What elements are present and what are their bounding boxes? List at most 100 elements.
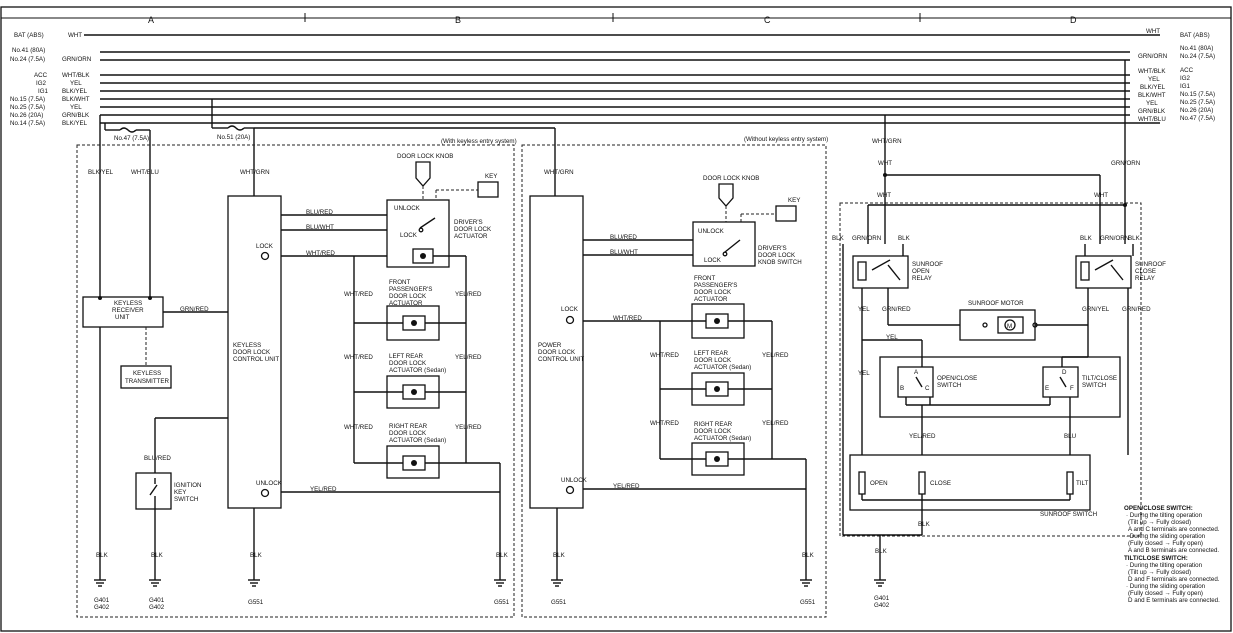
rail-label: No.25 (7.5A) — [10, 104, 45, 111]
wire-color: GRN/ORN — [62, 56, 91, 63]
fuse-label: No.51 (20A) — [217, 134, 250, 141]
actuator-label: ACTUATOR (Sedan) — [389, 437, 446, 444]
right-rail-colors: WHT GRN/ORN WHT/BLK YEL BLK/YEL BLK/WHT … — [1138, 28, 1167, 123]
wire-color: BLK — [832, 235, 845, 242]
actuator-label: DOOR LOCK — [389, 293, 427, 300]
wire-color: BLK — [918, 521, 931, 528]
actuator-label: PASSENGER'S — [694, 282, 737, 289]
actuator-label: ACTUATOR (Sedan) — [694, 435, 751, 442]
control-unit-label: DOOR LOCK — [538, 349, 576, 356]
wire-color: WHT/RED — [306, 250, 335, 257]
wire-color: YEL/RED — [909, 433, 936, 440]
note-line: D and E terminals are connected. — [1128, 597, 1220, 604]
rail-label: IG1 — [38, 88, 49, 95]
wire-color: WHT/BLU — [1138, 116, 1166, 123]
wire-color: GRN/ORN — [852, 235, 881, 242]
note-line: (Tilt up → Fully closed) — [1128, 519, 1191, 526]
column-c: C — [764, 15, 771, 25]
actuator-label: DOOR LOCK — [389, 430, 427, 437]
rail-label: No.15 (7.5A) — [1180, 91, 1215, 98]
wire-color: BLK/YEL — [88, 169, 114, 176]
note-line: · During the tilting operation — [1126, 512, 1203, 519]
diagram-frame — [0, 6, 1232, 632]
transmitter-label: KEYLESS — [133, 370, 161, 377]
switch-label: OPEN/CLOSE — [937, 375, 977, 382]
rail-label: No.26 (20A) — [1180, 107, 1213, 114]
ground-label: G401 — [94, 597, 110, 604]
note-line: (Fully closed → Fully open) — [1128, 540, 1203, 547]
note-line: · During the sliding operation — [1126, 533, 1206, 540]
wire-color: YEL — [886, 334, 898, 341]
power-rails — [84, 34, 1160, 124]
receiver-label: KEYLESS — [114, 300, 142, 307]
receiver-label: UNIT — [115, 314, 130, 321]
power-dashed-border — [521, 144, 827, 618]
driver-switch-label: DOOR LOCK — [758, 252, 796, 259]
wire-color: GRN/ORN — [1111, 160, 1140, 167]
switch-label: TILT/CLOSE — [1082, 375, 1117, 382]
relay-label: RELAY — [1135, 275, 1155, 282]
ignition-label: KEY — [174, 489, 186, 496]
ground-label: G551 — [494, 599, 510, 606]
ground-symbol — [248, 579, 260, 587]
wire-color: BLU/WHT — [610, 249, 638, 256]
actuator-label: ACTUATOR — [694, 296, 728, 303]
wire-color: BLK/YEL — [62, 88, 88, 95]
wire-color: WHT/RED — [650, 420, 679, 427]
fuse-label: No.47 (7.5A) — [114, 135, 149, 142]
open-close-switch — [897, 366, 934, 398]
ground-label: G402 — [94, 604, 110, 611]
actuator-label: FRONT — [389, 279, 411, 286]
terminal-label: A — [914, 369, 919, 376]
tilt-close-switch — [1042, 366, 1079, 398]
wire-color: BLK/WHT — [1138, 92, 1166, 99]
rail-label: BAT (ABS) — [1180, 32, 1210, 39]
sunroof-open-relay — [852, 255, 909, 289]
wire-color: WHT/RED — [344, 291, 373, 298]
actuator-label: RIGHT REAR — [694, 421, 733, 428]
wire-color: GRN/BLK — [62, 112, 90, 119]
ignition-label: SWITCH — [174, 496, 198, 503]
wire-color: YEL — [70, 80, 82, 87]
sunroof-close-relay — [1075, 255, 1132, 289]
terminal-label: F — [1070, 385, 1074, 392]
ground-symbol — [149, 579, 161, 587]
motor-label: SUNROOF MOTOR — [968, 300, 1024, 307]
receiver-label: RECEIVER — [112, 307, 144, 314]
wire-color: WHT/BLK — [1138, 68, 1166, 75]
note-line: A and C terminals are connected. — [1128, 526, 1220, 533]
unlock-terminal-label: UNLOCK — [256, 480, 283, 487]
power-system-label: (Without keyless entry system) — [744, 136, 828, 143]
column-b: B — [455, 15, 461, 25]
wire-color: WHT/BLU — [131, 169, 159, 176]
note-line: A and B terminals are connected. — [1128, 547, 1219, 554]
note-line: · During the sliding operation — [1126, 583, 1206, 590]
control-unit-label: KEYLESS — [233, 342, 261, 349]
actuator-label: LEFT REAR — [389, 353, 423, 360]
actuator-label: ACTUATOR (Sedan) — [694, 364, 751, 371]
wire-color: BLK — [1080, 235, 1093, 242]
rail-label: No.24 (7.5A) — [10, 56, 45, 63]
rail-label: ACC — [34, 72, 48, 79]
wire-color: WHT/GRN — [544, 169, 574, 176]
switch-label: SWITCH — [937, 382, 961, 389]
note-line: · During the tilting operation — [1126, 562, 1203, 569]
wire-color: BLU/RED — [144, 455, 171, 462]
sunroof-dashed-border — [839, 202, 1142, 537]
ground-symbol — [94, 579, 106, 587]
wire-color: GRN/BLK — [1138, 108, 1166, 115]
actuator-label: FRONT — [694, 275, 716, 282]
keyless-system-label: (With keyless entry system) — [441, 138, 517, 145]
actuator-label: DOOR LOCK — [694, 428, 732, 435]
wire-color: GRN/ORN — [1100, 235, 1129, 242]
switch-unlock-label: UNLOCK — [394, 205, 421, 212]
driver-actuator-label: ACTUATOR — [454, 233, 488, 240]
wire-color: GRN/YEL — [1082, 306, 1110, 313]
wire-color: WHT — [68, 32, 82, 39]
note-title: TILT/CLOSE SWITCH: — [1124, 555, 1188, 562]
wire-color: BLK — [496, 552, 509, 559]
wire-color: YEL/RED — [762, 420, 789, 427]
wire-color: BLK — [151, 552, 164, 559]
wire-color: WHT/BLK — [62, 72, 90, 79]
rail-label: No.41 (80A) — [1180, 45, 1213, 52]
